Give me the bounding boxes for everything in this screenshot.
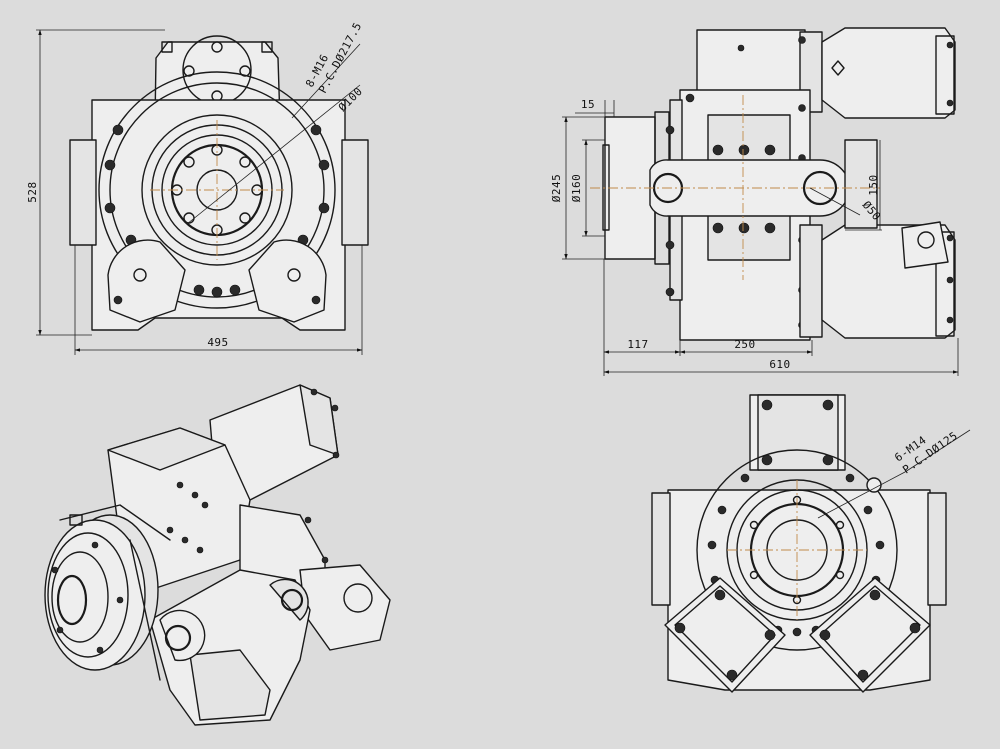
front-inner-holes [171, 144, 263, 236]
front-outer-bolts [104, 124, 330, 298]
side-offset-dim: 117 [627, 338, 648, 351]
front-height-dim: 528 [26, 181, 39, 202]
side-outer-dia: Ø245 [550, 174, 563, 203]
front-width-dim: 495 [207, 336, 228, 349]
side-lug-dim: 150 [867, 174, 880, 195]
side-inner-dia: Ø160 [570, 174, 583, 203]
side-view: 15 Ø245 Ø160 Ø50 150 117 250 610 [550, 27, 959, 376]
front-bore-note: Ø100 [336, 85, 365, 114]
front-view: 528 495 8-M16 P.C.DØ217.5 Ø100 [26, 20, 369, 355]
side-body-dim: 250 [734, 338, 755, 351]
side-overall-dim: 610 [769, 358, 790, 371]
rear-inner-holes [749, 495, 845, 605]
rear-view: 6-M14 P.C.DØ125 [651, 394, 971, 693]
isometric-view [44, 384, 391, 726]
side-flange-dim: 15 [581, 98, 595, 111]
